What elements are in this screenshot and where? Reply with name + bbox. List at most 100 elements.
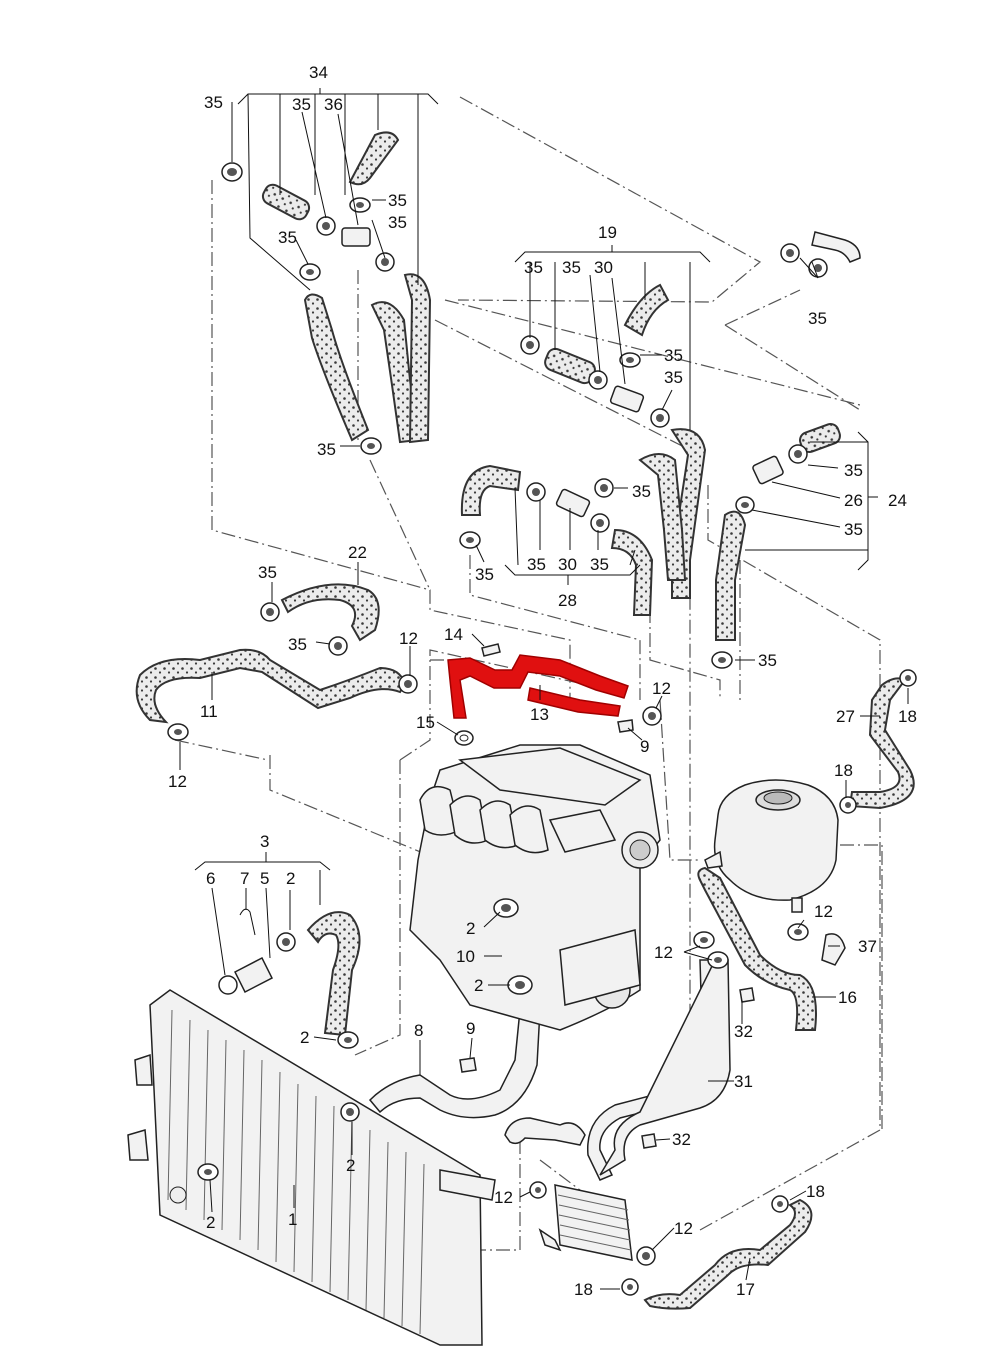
callout-24: 24 xyxy=(888,491,907,510)
callout-3: 3 xyxy=(260,832,269,851)
callout-32: 32 xyxy=(672,1130,691,1149)
callout-35: 35 xyxy=(388,213,407,232)
callout-14: 14 xyxy=(444,625,463,644)
callout-2: 2 xyxy=(300,1028,309,1047)
hose-28-long xyxy=(638,453,687,581)
callout-35: 35 xyxy=(388,191,407,210)
callout-12: 12 xyxy=(399,629,418,648)
callout-32: 32 xyxy=(734,1022,753,1041)
hose-28-left xyxy=(460,464,522,516)
hose-22 xyxy=(280,583,380,642)
callout-2: 2 xyxy=(346,1156,355,1175)
callout-31: 31 xyxy=(734,1072,753,1091)
callout-8: 8 xyxy=(414,1021,423,1040)
hoses xyxy=(135,131,915,1310)
t-piece-30b xyxy=(555,488,591,518)
callout-35: 35 xyxy=(632,482,651,501)
callout-35: 35 xyxy=(844,520,863,539)
engine-block xyxy=(409,744,661,1031)
callout-34: 34 xyxy=(309,63,328,82)
callout-10: 10 xyxy=(456,947,475,966)
callout-6: 6 xyxy=(206,869,215,888)
callout-37: 37 xyxy=(858,937,877,956)
hose-3 xyxy=(306,911,361,1037)
callout-35: 35 xyxy=(524,258,543,277)
pipe-13-highlight xyxy=(447,654,629,719)
oil-cooler xyxy=(538,1184,633,1261)
callout-18: 18 xyxy=(834,761,853,780)
t-piece-26 xyxy=(752,455,784,485)
callout-35: 35 xyxy=(664,346,683,365)
callout-30: 30 xyxy=(558,555,577,574)
callout-16: 16 xyxy=(838,988,857,1007)
callout-13: 13 xyxy=(530,705,549,724)
expansion-tank xyxy=(704,779,839,913)
callout-35: 35 xyxy=(278,228,297,247)
callout-36: 36 xyxy=(324,95,343,114)
callout-35: 35 xyxy=(204,93,223,112)
callout-7: 7 xyxy=(240,869,249,888)
callout-28: 28 xyxy=(558,591,577,610)
callout-35: 35 xyxy=(288,635,307,654)
callout-12: 12 xyxy=(494,1188,513,1207)
hose-34-mid xyxy=(370,301,420,444)
callout-35: 35 xyxy=(664,368,683,387)
callout-22: 22 xyxy=(348,543,367,562)
hose-24-long xyxy=(715,510,747,641)
callout-19: 19 xyxy=(598,223,617,242)
callout-35: 35 xyxy=(258,563,277,582)
callout-12: 12 xyxy=(652,679,671,698)
callout-35: 35 xyxy=(475,565,494,584)
callout-35: 35 xyxy=(808,309,827,328)
callouts: 34 35 35 36 35 35 35 35 19 35 35 30 35 3… xyxy=(168,63,917,1299)
hose-27 xyxy=(848,677,915,810)
callout-1: 1 xyxy=(288,1210,297,1229)
rigid-parts xyxy=(127,227,861,1346)
hose-34-top xyxy=(348,131,400,186)
callout-18: 18 xyxy=(806,1182,825,1201)
callout-11: 11 xyxy=(200,702,218,721)
pipe-loop xyxy=(504,1117,586,1146)
callout-18: 18 xyxy=(898,707,917,726)
callout-2: 2 xyxy=(286,869,295,888)
callout-9: 9 xyxy=(466,1019,475,1038)
radiator xyxy=(127,989,496,1346)
callout-2: 2 xyxy=(206,1213,215,1232)
pipe-8 xyxy=(368,1009,541,1119)
callout-2: 2 xyxy=(474,976,483,995)
callout-12: 12 xyxy=(814,902,833,921)
callout-5: 5 xyxy=(260,869,269,888)
callout-35: 35 xyxy=(590,555,609,574)
hose-17 xyxy=(643,1198,813,1310)
callout-35: 35 xyxy=(317,440,336,459)
callout-30: 30 xyxy=(594,258,613,277)
t-piece-36 xyxy=(341,227,371,247)
callout-27: 27 xyxy=(836,707,855,726)
callout-15: 15 xyxy=(416,713,435,732)
hose-19-top xyxy=(623,283,670,337)
callout-18: 18 xyxy=(574,1280,593,1299)
hose-28-right xyxy=(610,528,654,616)
callout-35: 35 xyxy=(292,95,311,114)
callout-35: 35 xyxy=(527,555,546,574)
callout-12: 12 xyxy=(168,772,187,791)
hose-34-left xyxy=(303,293,370,442)
callout-12: 12 xyxy=(654,943,673,962)
callout-17: 17 xyxy=(736,1280,755,1299)
pipe-31b xyxy=(599,959,731,1176)
callout-12: 12 xyxy=(674,1219,693,1238)
t-piece-30a xyxy=(609,385,645,413)
clamps xyxy=(167,162,917,1296)
leader-lines xyxy=(179,88,909,1290)
callout-35: 35 xyxy=(844,461,863,480)
callout-9: 9 xyxy=(640,737,649,756)
hose-34-short xyxy=(261,183,311,221)
callout-35: 35 xyxy=(758,651,777,670)
callout-26: 26 xyxy=(844,491,863,510)
pipe-13-branch xyxy=(527,687,621,717)
hose-11 xyxy=(135,648,407,724)
connector-elbow xyxy=(811,231,861,263)
callout-2: 2 xyxy=(466,919,475,938)
